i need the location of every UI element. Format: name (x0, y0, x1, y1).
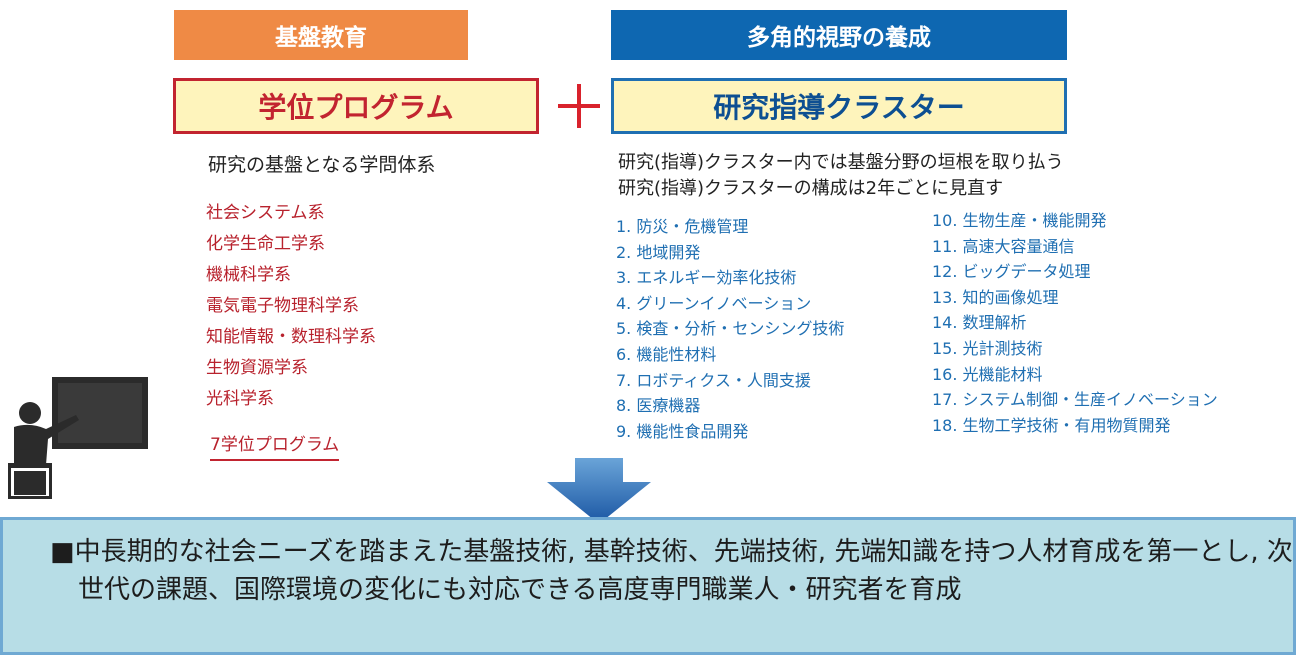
down-arrow-icon (547, 458, 651, 524)
list-item: 知能情報・数理科学系 (206, 327, 376, 347)
plus-icon (555, 78, 603, 134)
research-cluster-box: 研究指導クラスター (611, 78, 1067, 134)
list-item: 2. 地域開発 (616, 242, 701, 262)
list-item: 6. 機能性材料 (616, 344, 717, 364)
list-item: 8. 医療機器 (616, 396, 701, 416)
list-item: 社会システム系 (206, 203, 325, 223)
multi-perspective-header: 多角的視野の養成 (611, 10, 1067, 60)
list-item: 5. 検査・分析・センシング技術 (616, 319, 845, 339)
list-item: 7. ロボティクス・人間支援 (616, 370, 811, 390)
list-item: 12. ビッグデータ処理 (932, 262, 1091, 282)
program-count-label: 7学位プログラム (210, 435, 340, 461)
cluster-list-col2: 10. 生物生産・機能開発 11. 高速大容量通信 12. ビッグデータ処理 1… (932, 208, 1218, 438)
summary-panel (0, 517, 1296, 655)
program-list: 社会システム系 化学生命工学系 機械科学系 電気電子物理科学系 知能情報・数理科… (206, 198, 376, 415)
list-item: 化学生命工学系 (206, 234, 325, 254)
list-item: 18. 生物工学技術・有用物質開発 (932, 415, 1171, 435)
list-item: 14. 数理解析 (932, 313, 1027, 333)
list-item: 9. 機能性食品開発 (616, 421, 749, 441)
list-item: 17. システム制御・生産イノベーション (932, 390, 1218, 410)
teacher-at-blackboard-icon (8, 377, 148, 499)
list-item: 1. 防災・危機管理 (616, 217, 749, 236)
list-item: 11. 高速大容量通信 (932, 236, 1075, 256)
right-subtitle-1: 研究(指導)クラスター内では基盤分野の垣根を取り払う (618, 152, 1064, 173)
right-subtitle-2: 研究(指導)クラスターの構成は2年ごとに見直す (618, 178, 1004, 199)
list-item: 電気電子物理科学系 (206, 296, 359, 316)
list-item: 16. 光機能材料 (932, 364, 1043, 384)
left-subtitle: 研究の基盤となる学問体系 (208, 154, 436, 176)
list-item: 10. 生物生産・機能開発 (932, 211, 1107, 230)
summary-text: ■中長期的な社会ニーズを踏まえた基盤技術, 基幹技術、先端技術, 先端知識を持つ… (50, 537, 1293, 605)
list-item: 3. エネルギー効率化技術 (616, 268, 797, 288)
cluster-list-col1: 1. 防災・危機管理 2. 地域開発 3. エネルギー効率化技術 4. グリーン… (616, 214, 844, 444)
list-item: 4. グリーンイノベーション (616, 293, 812, 313)
degree-program-box: 学位プログラム (173, 78, 539, 134)
list-item: 生物資源学系 (206, 358, 308, 378)
program-count: 7学位プログラム (210, 430, 340, 461)
list-item: 13. 知的画像処理 (932, 287, 1059, 307)
list-item: 光科学系 (206, 389, 274, 409)
basic-education-header: 基盤教育 (174, 10, 468, 60)
list-item: 機械科学系 (206, 265, 291, 285)
list-item: 15. 光計測技術 (932, 338, 1043, 358)
